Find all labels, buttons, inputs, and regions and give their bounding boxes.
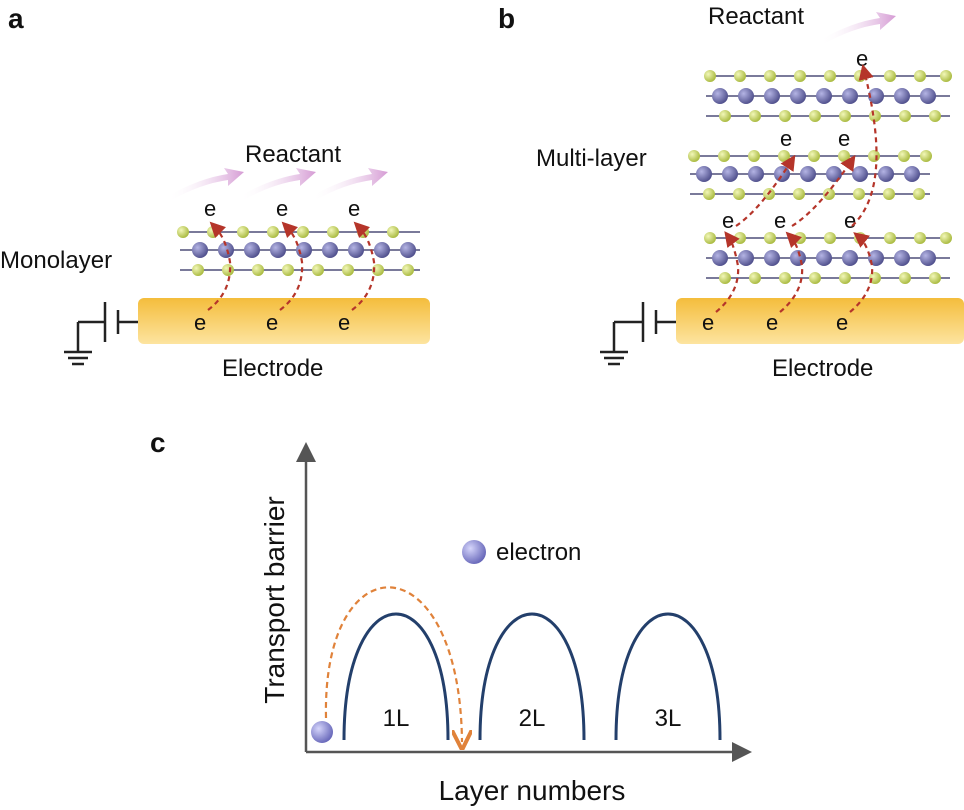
panel-b-layer-bottom [704, 232, 952, 284]
panel-a-electron-top-2: e [276, 196, 288, 221]
panel-b-electron-low-1: e [722, 208, 734, 233]
panel-c-y-axis-label: Transport barrier [259, 496, 290, 703]
barrier-curve-3L [614, 612, 722, 741]
panel-b-electrode-label: Electrode [772, 355, 873, 382]
panel-c-letter: c [150, 427, 166, 458]
panel-b-reactant-label: Reactant [708, 3, 804, 30]
panel-a: a Reactant Monolayer e e [0, 3, 430, 382]
panel-c-electron-ball [311, 721, 333, 743]
panel-a-electrode-label: Electrode [222, 355, 323, 382]
panel-a-monolayer [177, 226, 420, 276]
panel-b-letter: b [498, 3, 515, 34]
panel-b-electron-low-2: e [774, 208, 786, 233]
panel-a-electron-bottom-1: e [194, 310, 206, 335]
panel-b-electron-paths [715, 64, 878, 313]
panel-a-electrode [138, 298, 430, 344]
panel-c-legend-electron-ball [462, 540, 486, 564]
panel-b-electron-bottom-3: e [836, 310, 848, 335]
panel-a-electron-bottom-2: e [266, 310, 278, 335]
barrier-label-1L: 1L [383, 705, 410, 732]
barrier-curve-2L [478, 612, 586, 741]
panel-c-x-axis-label: Layer numbers [439, 775, 626, 806]
panel-b-layer-top [704, 70, 952, 122]
panel-a-electron-bottom-3: e [338, 310, 350, 335]
panel-a-letter: a [8, 3, 24, 34]
panel-b-electron-mid-2: e [838, 126, 850, 151]
panel-b-electron-top: e [856, 46, 868, 71]
panel-b-electron-mid-1: e [780, 126, 792, 151]
panel-a-electron-top-3: e [348, 196, 360, 221]
panel-b-reactant-arrow [820, 12, 896, 44]
panel-c: c Transport barrier Layer numbers electr… [150, 427, 752, 806]
panel-a-reactant-arrows [168, 168, 388, 200]
barrier-label-2L: 2L [519, 705, 546, 732]
panel-b-electron-low-3: e [844, 208, 856, 233]
panel-b-ground-symbol [600, 302, 676, 366]
panel-b: b Reactant Multi-layer [498, 3, 964, 382]
panel-c-legend-label: electron [496, 539, 581, 566]
panel-b-electron-bottom-1: e [702, 310, 714, 335]
panel-a-electron-top-1: e [204, 196, 216, 221]
panel-a-ground-symbol [64, 302, 138, 366]
panel-a-monolayer-label: Monolayer [0, 247, 112, 274]
panel-c-hop-arrow [324, 586, 462, 742]
panel-a-reactant-label: Reactant [245, 141, 341, 168]
panel-b-electron-bottom-2: e [766, 310, 778, 335]
barrier-curve-1L [342, 612, 450, 741]
panel-c-barriers [342, 612, 722, 741]
barrier-label-3L: 3L [655, 705, 682, 732]
panel-b-electrode [676, 298, 964, 344]
panel-b-layer-middle [688, 150, 932, 200]
panel-b-multilayer-label: Multi-layer [536, 145, 647, 172]
panel-a-electron-paths [207, 221, 376, 311]
